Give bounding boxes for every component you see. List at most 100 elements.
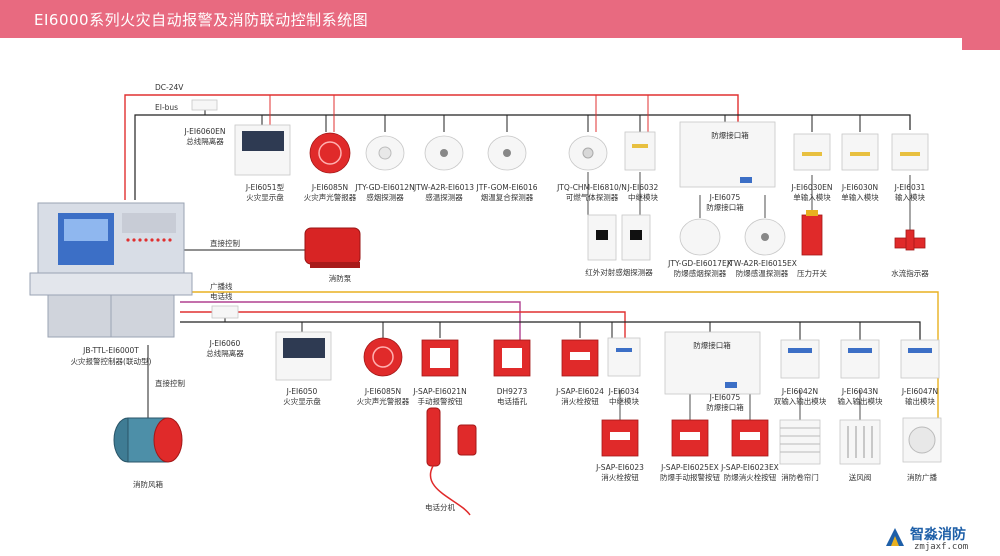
bottom-item-model: J-EI6060: [209, 339, 241, 348]
top-item-name: 单输入模块: [793, 192, 831, 202]
ex-box-label: 防爆接口箱: [693, 340, 731, 350]
bottom-sub-model: J-SAP-EI6023EX: [720, 463, 779, 472]
header-bar: EI6000系列火灾自动报警及消防联动控制系统图: [0, 0, 1000, 38]
io-module-icon: [780, 339, 820, 379]
top-item-model: J-EI6075: [709, 193, 741, 202]
bottom-item-model: DH9273: [497, 387, 528, 396]
telephone-label: 电话线: [210, 291, 233, 301]
display-panel-icon: [234, 124, 291, 176]
page-title: EI6000系列火灾自动报警及消防联动控制系统图: [34, 11, 369, 29]
bottom-sub-name: 消防卷帘门: [781, 472, 819, 482]
bottom-item-name: 火灾显示盘: [283, 396, 321, 406]
brand-name: 智淼消防: [910, 527, 966, 543]
bottom-item-model: J-EI6075: [709, 393, 741, 402]
fire-alarm-control-panel: [29, 202, 193, 338]
explosion-proof-box-icon: [679, 121, 776, 188]
top-item-name: 火灾显示盘: [246, 192, 284, 202]
bottom-item-name: 电话插孔: [497, 396, 527, 406]
top-item-model: J-EI6032: [627, 183, 659, 192]
top-item-model: J-EI6031: [894, 183, 926, 192]
header-tab-decoration: [962, 38, 1000, 50]
dc24v-line: [124, 94, 739, 200]
flow-indicator-icon: [894, 229, 926, 251]
input-module-icon: [891, 133, 929, 171]
top-item-model: J-EI6051型: [245, 183, 285, 192]
display-panel-icon: [275, 331, 332, 381]
top-item-name: 总线隔离器: [186, 136, 224, 146]
bottom-item-model: J-SAP-EI6021N: [412, 387, 466, 396]
bottom-sub-name: 电话分机: [425, 502, 455, 512]
top-item-model: J-EI6085N: [311, 183, 348, 192]
sounder-strobe-icon: [309, 132, 351, 174]
bottom-item-name: 消火栓按钮: [561, 396, 599, 406]
pump-control-label: 直接控制: [210, 238, 240, 248]
panel-name: 火灾报警控制器(联动型): [71, 356, 152, 366]
panel-model: JB-TTL-EI6000T: [82, 346, 139, 355]
manual-call-point-icon: [421, 339, 459, 377]
heat-detector-icon: [424, 135, 464, 171]
output-module-icon: [900, 339, 940, 379]
top-sub-links: [587, 172, 911, 230]
bottom-sub-model: J-SAP-EI6023: [595, 463, 644, 472]
smoke-detector-icon: [365, 135, 405, 171]
bottom-item-model: J-SAP-EI6024: [555, 387, 604, 396]
phone-jack-icon: [493, 339, 531, 377]
dc24v-label: DC-24V: [155, 83, 184, 92]
top-item-name: 烟温复合探测器: [481, 192, 534, 202]
top-item-model: JTF-GOM-EI6016: [475, 183, 537, 192]
bottom-sub-name: 消防广播: [907, 472, 937, 482]
bottom-sub-model: J-SAP-EI6025EX: [660, 463, 719, 472]
brand-icon: [886, 528, 904, 546]
top-item-name: 输入模块: [895, 192, 925, 202]
top-item-model: J-EI6030EN: [790, 183, 832, 192]
top-item-model: JTW-A2R-EI6013: [413, 183, 474, 192]
bottom-item-name: 手动报警按钮: [418, 396, 463, 406]
eibus-bottom-line: [180, 321, 921, 340]
top-item-name: 防爆接口箱: [706, 202, 744, 212]
bottom-item-name: 输入输出模块: [838, 396, 883, 406]
bottom-item-model: J-EI6047N: [901, 387, 938, 396]
bottom-item-model: J-EI6042N: [781, 387, 818, 396]
brand-site: zmjaxf.com: [914, 542, 969, 552]
hydrant-button-icon: [561, 339, 599, 377]
fire-pump-icon: [304, 227, 361, 268]
sounder-strobe-icon: [363, 337, 403, 377]
top-dc-drops: [269, 95, 649, 132]
fan-control-label: 直接控制: [155, 378, 185, 388]
ex-call-point-icon: [671, 419, 709, 457]
top-sub-model: JTY-GD-EI6017EX: [667, 259, 732, 268]
input-module-icon: [793, 133, 831, 171]
top-item-model: J-EI6030N: [841, 183, 878, 192]
top-item-name: 可燃气体探测器: [566, 192, 619, 202]
top-item-model: JTY-GD-EI6012N: [354, 183, 414, 192]
ex-heat-detector-icon: [744, 218, 786, 256]
io-module-icon: [840, 339, 880, 379]
hydrant-button-icon: [601, 419, 639, 457]
bottom-item-model: J-EI6034: [608, 387, 640, 396]
bottom-item-name: 总线隔离器: [206, 348, 244, 358]
top-item-name: 单输入模块: [841, 192, 879, 202]
ex-box-label: 防爆接口箱: [711, 130, 749, 140]
bottom-item-name: 输出模块: [905, 396, 935, 406]
top-sub-model: JTW-A2R-EI6015EX: [726, 259, 797, 268]
explosion-proof-box-icon: [664, 331, 761, 395]
top-item-name: 感烟探测器: [366, 192, 404, 202]
bottom-sub-links: [619, 390, 861, 420]
bottom-item-name: 双输入输出模块: [774, 396, 827, 406]
isolator-module-icon: [191, 99, 218, 111]
bottom-sub-name: 防爆消火栓按钮: [724, 472, 777, 482]
broadcast-label: 广播线: [210, 281, 233, 291]
bottom-item-model: J-EI6085N: [364, 387, 401, 396]
pressure-switch-icon: [801, 210, 823, 256]
bottom-item-model: J-EI6050: [286, 387, 318, 396]
relay-module-icon: [607, 337, 641, 377]
top-sub-name: 红外对射感烟探测器: [585, 267, 653, 277]
bottom-item-name: 中继模块: [609, 396, 639, 406]
brand-logo: 智淼消防 zmjaxf.com: [884, 524, 994, 554]
phone-handset-icon: [426, 407, 477, 516]
broadcast-line: [180, 291, 939, 440]
top-sub-name: 防爆感温探测器: [736, 268, 789, 278]
top-item-name: 感温探测器: [425, 192, 463, 202]
dc24v-bottom-line: [180, 311, 626, 338]
